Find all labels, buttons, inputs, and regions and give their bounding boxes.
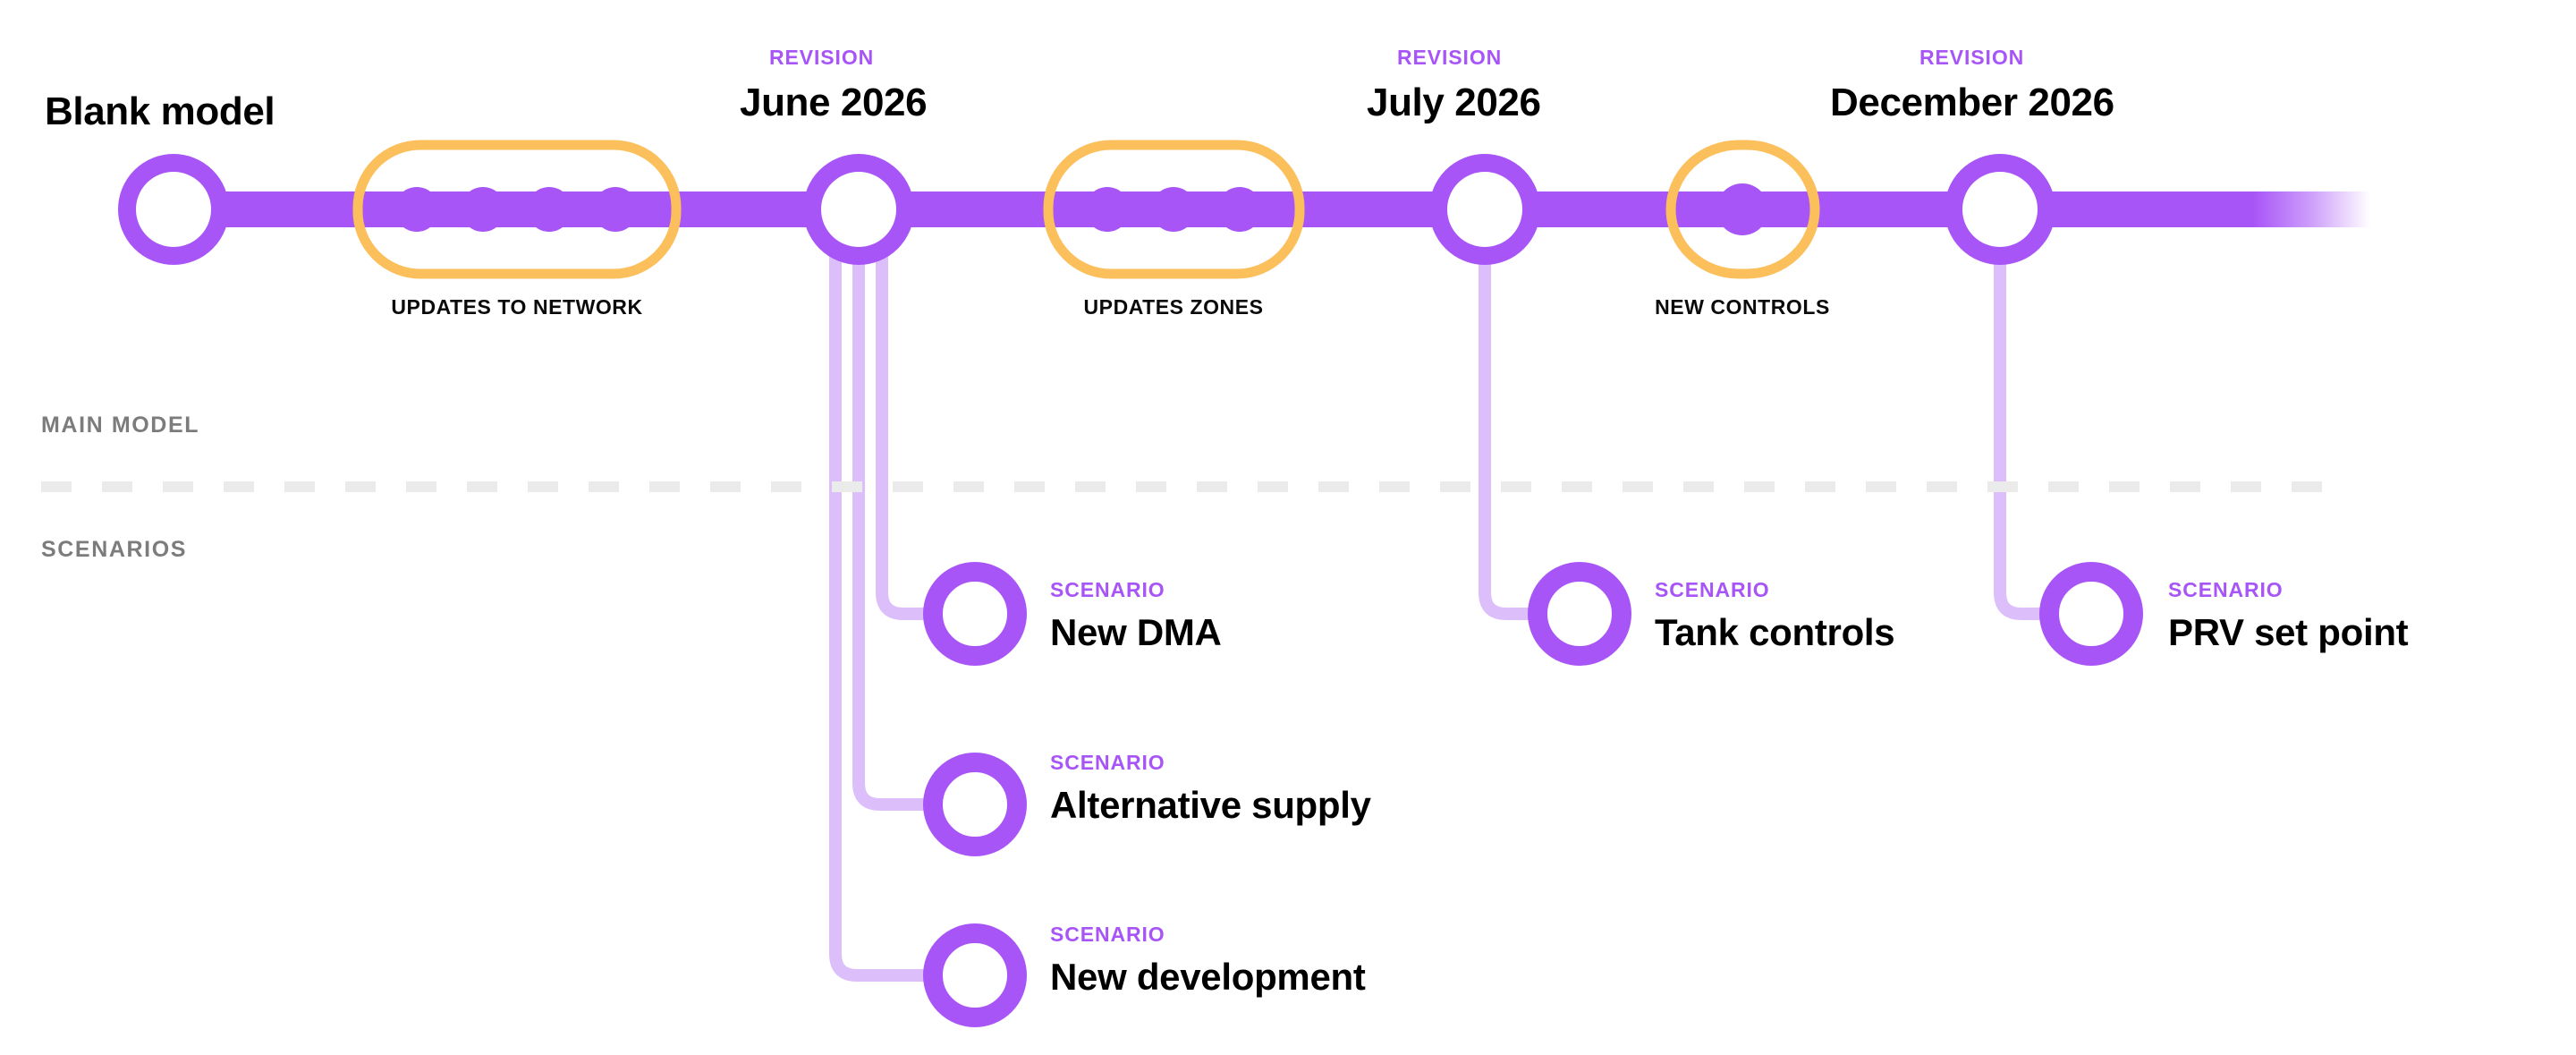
commit-group-pills xyxy=(352,140,1820,279)
scenario-kicker-tank-controls: SCENARIO xyxy=(1655,578,1770,601)
timeline-node-rings xyxy=(118,154,2055,265)
scenario-kicker-alternative-supply: SCENARIO xyxy=(1050,751,1165,774)
commit-dot xyxy=(1085,187,1130,232)
node-title-june-2026[interactable]: June 2026 xyxy=(740,81,928,124)
group-caption-updates-to-network: UPDATES TO NETWORK xyxy=(391,295,643,319)
node-kicker-june-2026: REVISION xyxy=(769,46,875,69)
pill-updates-zones xyxy=(1043,140,1305,279)
group-caption-updates-zones: UPDATES ZONES xyxy=(1083,295,1264,319)
scenario-node-rings xyxy=(923,562,2143,1027)
branch-june-to-alternative-supply xyxy=(852,250,931,811)
pill-new-controls xyxy=(1665,140,1820,279)
branch-connectors xyxy=(829,250,2047,982)
scenario-title-tank-controls[interactable]: Tank controls xyxy=(1655,611,1895,653)
node-title-july-2026[interactable]: July 2026 xyxy=(1367,81,1541,124)
node-kicker-december-2026: REVISION xyxy=(1919,46,2025,69)
branch-june-to-new-dma xyxy=(876,250,931,620)
node-ring-prv-set-point xyxy=(2039,562,2143,666)
scenario-kicker-prv-set-point: SCENARIO xyxy=(2168,578,2284,601)
pill-updates-to-network xyxy=(352,140,682,279)
node-title-blank-model[interactable]: Blank model xyxy=(45,89,275,133)
section-label-main-model: MAIN MODEL xyxy=(41,413,200,438)
node-ring-tank-controls xyxy=(1528,562,1631,666)
scenario-title-prv-set-point[interactable]: PRV set point xyxy=(2168,611,2409,653)
scenario-kicker-new-dma: SCENARIO xyxy=(1050,578,1165,601)
scenario-title-new-dma[interactable]: New DMA xyxy=(1050,611,1222,653)
commit-dot xyxy=(593,187,638,232)
node-kicker-july-2026: REVISION xyxy=(1397,46,1503,69)
node-title-december-2026[interactable]: December 2026 xyxy=(1830,81,2114,124)
node-ring-new-development xyxy=(923,923,1027,1027)
node-ring-alternative-supply xyxy=(923,753,1027,856)
node-ring-blank-model xyxy=(118,154,229,265)
scenario-kicker-new-development: SCENARIO xyxy=(1050,923,1165,946)
commit-dot xyxy=(394,187,439,232)
branch-july-to-tank-controls xyxy=(1479,250,1536,620)
node-ring-december-2026 xyxy=(1945,154,2055,265)
branch-december-to-prv-set-point xyxy=(1994,250,2047,620)
group-caption-new-controls: NEW CONTROLS xyxy=(1655,295,1830,319)
node-ring-new-dma xyxy=(923,562,1027,666)
branch-june-to-new-development xyxy=(829,250,931,982)
commit-dot xyxy=(1217,187,1262,232)
node-ring-june-2026 xyxy=(803,154,914,265)
scenario-title-new-development[interactable]: New development xyxy=(1050,956,1366,998)
commit-dots xyxy=(394,183,1768,235)
commit-dot xyxy=(461,187,505,232)
node-ring-july-2026 xyxy=(1429,154,1540,265)
commit-dot xyxy=(527,187,572,232)
commit-dot xyxy=(1151,187,1196,232)
commit-dot xyxy=(1716,183,1768,235)
section-label-scenarios: SCENARIOS xyxy=(41,537,188,562)
scenario-title-alternative-supply[interactable]: Alternative supply xyxy=(1050,784,1371,826)
